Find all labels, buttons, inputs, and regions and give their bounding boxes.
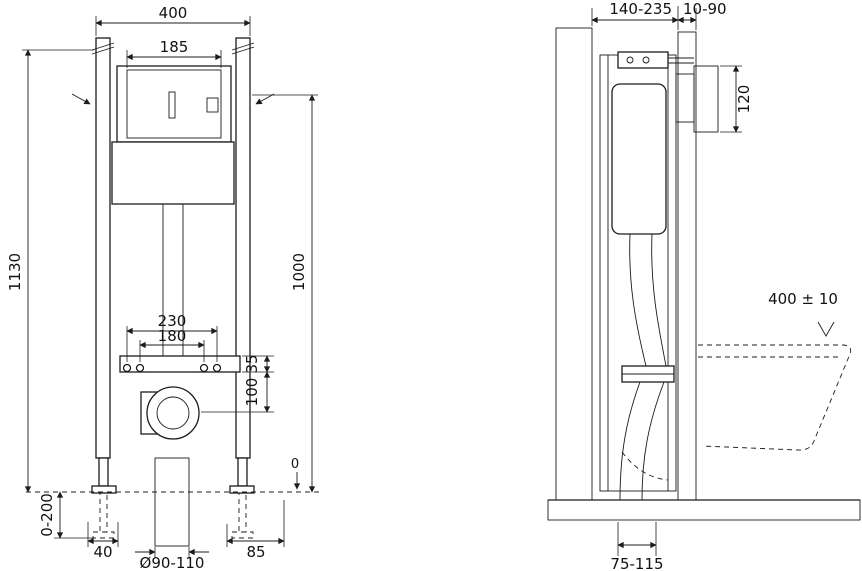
- dim-label-bracket-offset: 35: [243, 354, 261, 373]
- fixing-bolt: [135, 363, 145, 373]
- leg-right: [237, 457, 248, 487]
- dim-label-floor-level: 0: [291, 457, 299, 472]
- dim-label-overall-height: 1130: [6, 253, 24, 291]
- dim-label-bowl-top-height: 400 ± 10: [768, 290, 838, 308]
- cistern-body: [111, 141, 235, 205]
- fixing-bracket: [119, 355, 241, 373]
- dim-label-fixing-inner: 180: [158, 327, 187, 345]
- leg-extension-dashed: [92, 492, 254, 539]
- cistern-access-box: [116, 65, 232, 143]
- fixing-bolt: [199, 363, 209, 373]
- cistern-valve-detail: [206, 97, 219, 113]
- flush-mechanism-detail: [642, 56, 650, 64]
- drain-pipe: [154, 457, 190, 547]
- front-view: 400 185 1130 1000 230 180 35 100 0-200 4…: [6, 4, 322, 571]
- dim-label-outlet-diameter: Ø90-110: [140, 554, 205, 571]
- drain-elbow-outer: [146, 386, 200, 440]
- cistern-side: [611, 83, 667, 235]
- dim-label-plate-height: 120: [735, 85, 753, 114]
- dimension-lines-side: [591, 16, 740, 549]
- dim-label-left-offset: 40: [93, 543, 112, 561]
- toilet-bowl-outline: [698, 344, 852, 451]
- frame-rail-left: [95, 37, 111, 459]
- drain-elbow-side: [619, 381, 641, 501]
- anchor-arrow-left: [71, 93, 91, 105]
- fixing-bolt: [212, 363, 222, 373]
- drain-elbow-side: [641, 381, 665, 501]
- dim-label-flush-height: 1000: [290, 253, 308, 291]
- dim-label-outlet-height: 100: [243, 378, 261, 407]
- flush-pipe-side: [629, 233, 647, 367]
- wall-section: [555, 27, 593, 501]
- cistern-inner-frame: [126, 69, 222, 139]
- flush-mechanism-detail: [626, 56, 634, 64]
- extension-lines-front: [22, 16, 318, 557]
- flush-plate: [693, 65, 719, 133]
- dim-label-leg-adjustment: 0-200: [38, 493, 56, 537]
- dim-label-frame-depth: 140-235: [609, 0, 672, 18]
- dim-label-outlet-wall-distance: 75-115: [610, 555, 663, 571]
- drain-elbow-inner: [156, 396, 190, 430]
- flush-pipe-side: [651, 233, 667, 367]
- dimension-lines-front: [24, 19, 316, 556]
- dim-label-fixing-outer: 230: [158, 312, 187, 330]
- dim-label-cistern-width: 185: [160, 38, 189, 56]
- wall-finish-layer: [677, 31, 697, 501]
- bowl-height-arrow: [817, 321, 835, 337]
- dim-label-overall-width: 400: [159, 4, 188, 22]
- drain-elbow-alt-dashed: [621, 451, 669, 481]
- dim-label-wall-finish-depth: 10-90: [683, 0, 727, 18]
- anchor-arrow-right: [255, 93, 275, 105]
- flush-rod-slot: [168, 91, 176, 119]
- side-view: 140-235 10-90 120 400 ± 10 75-115: [547, 0, 861, 571]
- plate-recess: [675, 73, 695, 123]
- fixing-bolt: [122, 363, 132, 373]
- break-marks: [91, 42, 255, 55]
- dim-label-right-offset: 85: [246, 543, 265, 561]
- foot-left: [91, 485, 117, 494]
- leg-left: [98, 457, 109, 487]
- floor-section: [547, 499, 861, 521]
